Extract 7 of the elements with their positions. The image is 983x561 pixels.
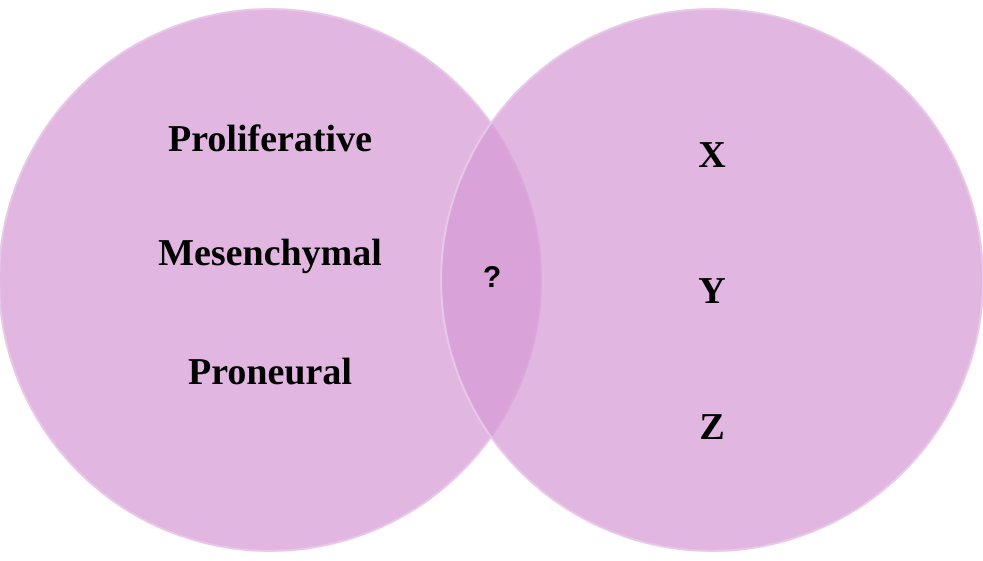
set-label: Proneural xyxy=(188,350,352,394)
set-label: Mesenchymal xyxy=(158,230,382,275)
set-label: Proliferative xyxy=(168,116,372,161)
set-label: X xyxy=(698,132,726,177)
set-label: Y xyxy=(698,268,726,313)
overlap-label: ? xyxy=(482,261,502,295)
set-label: Z xyxy=(699,404,725,449)
